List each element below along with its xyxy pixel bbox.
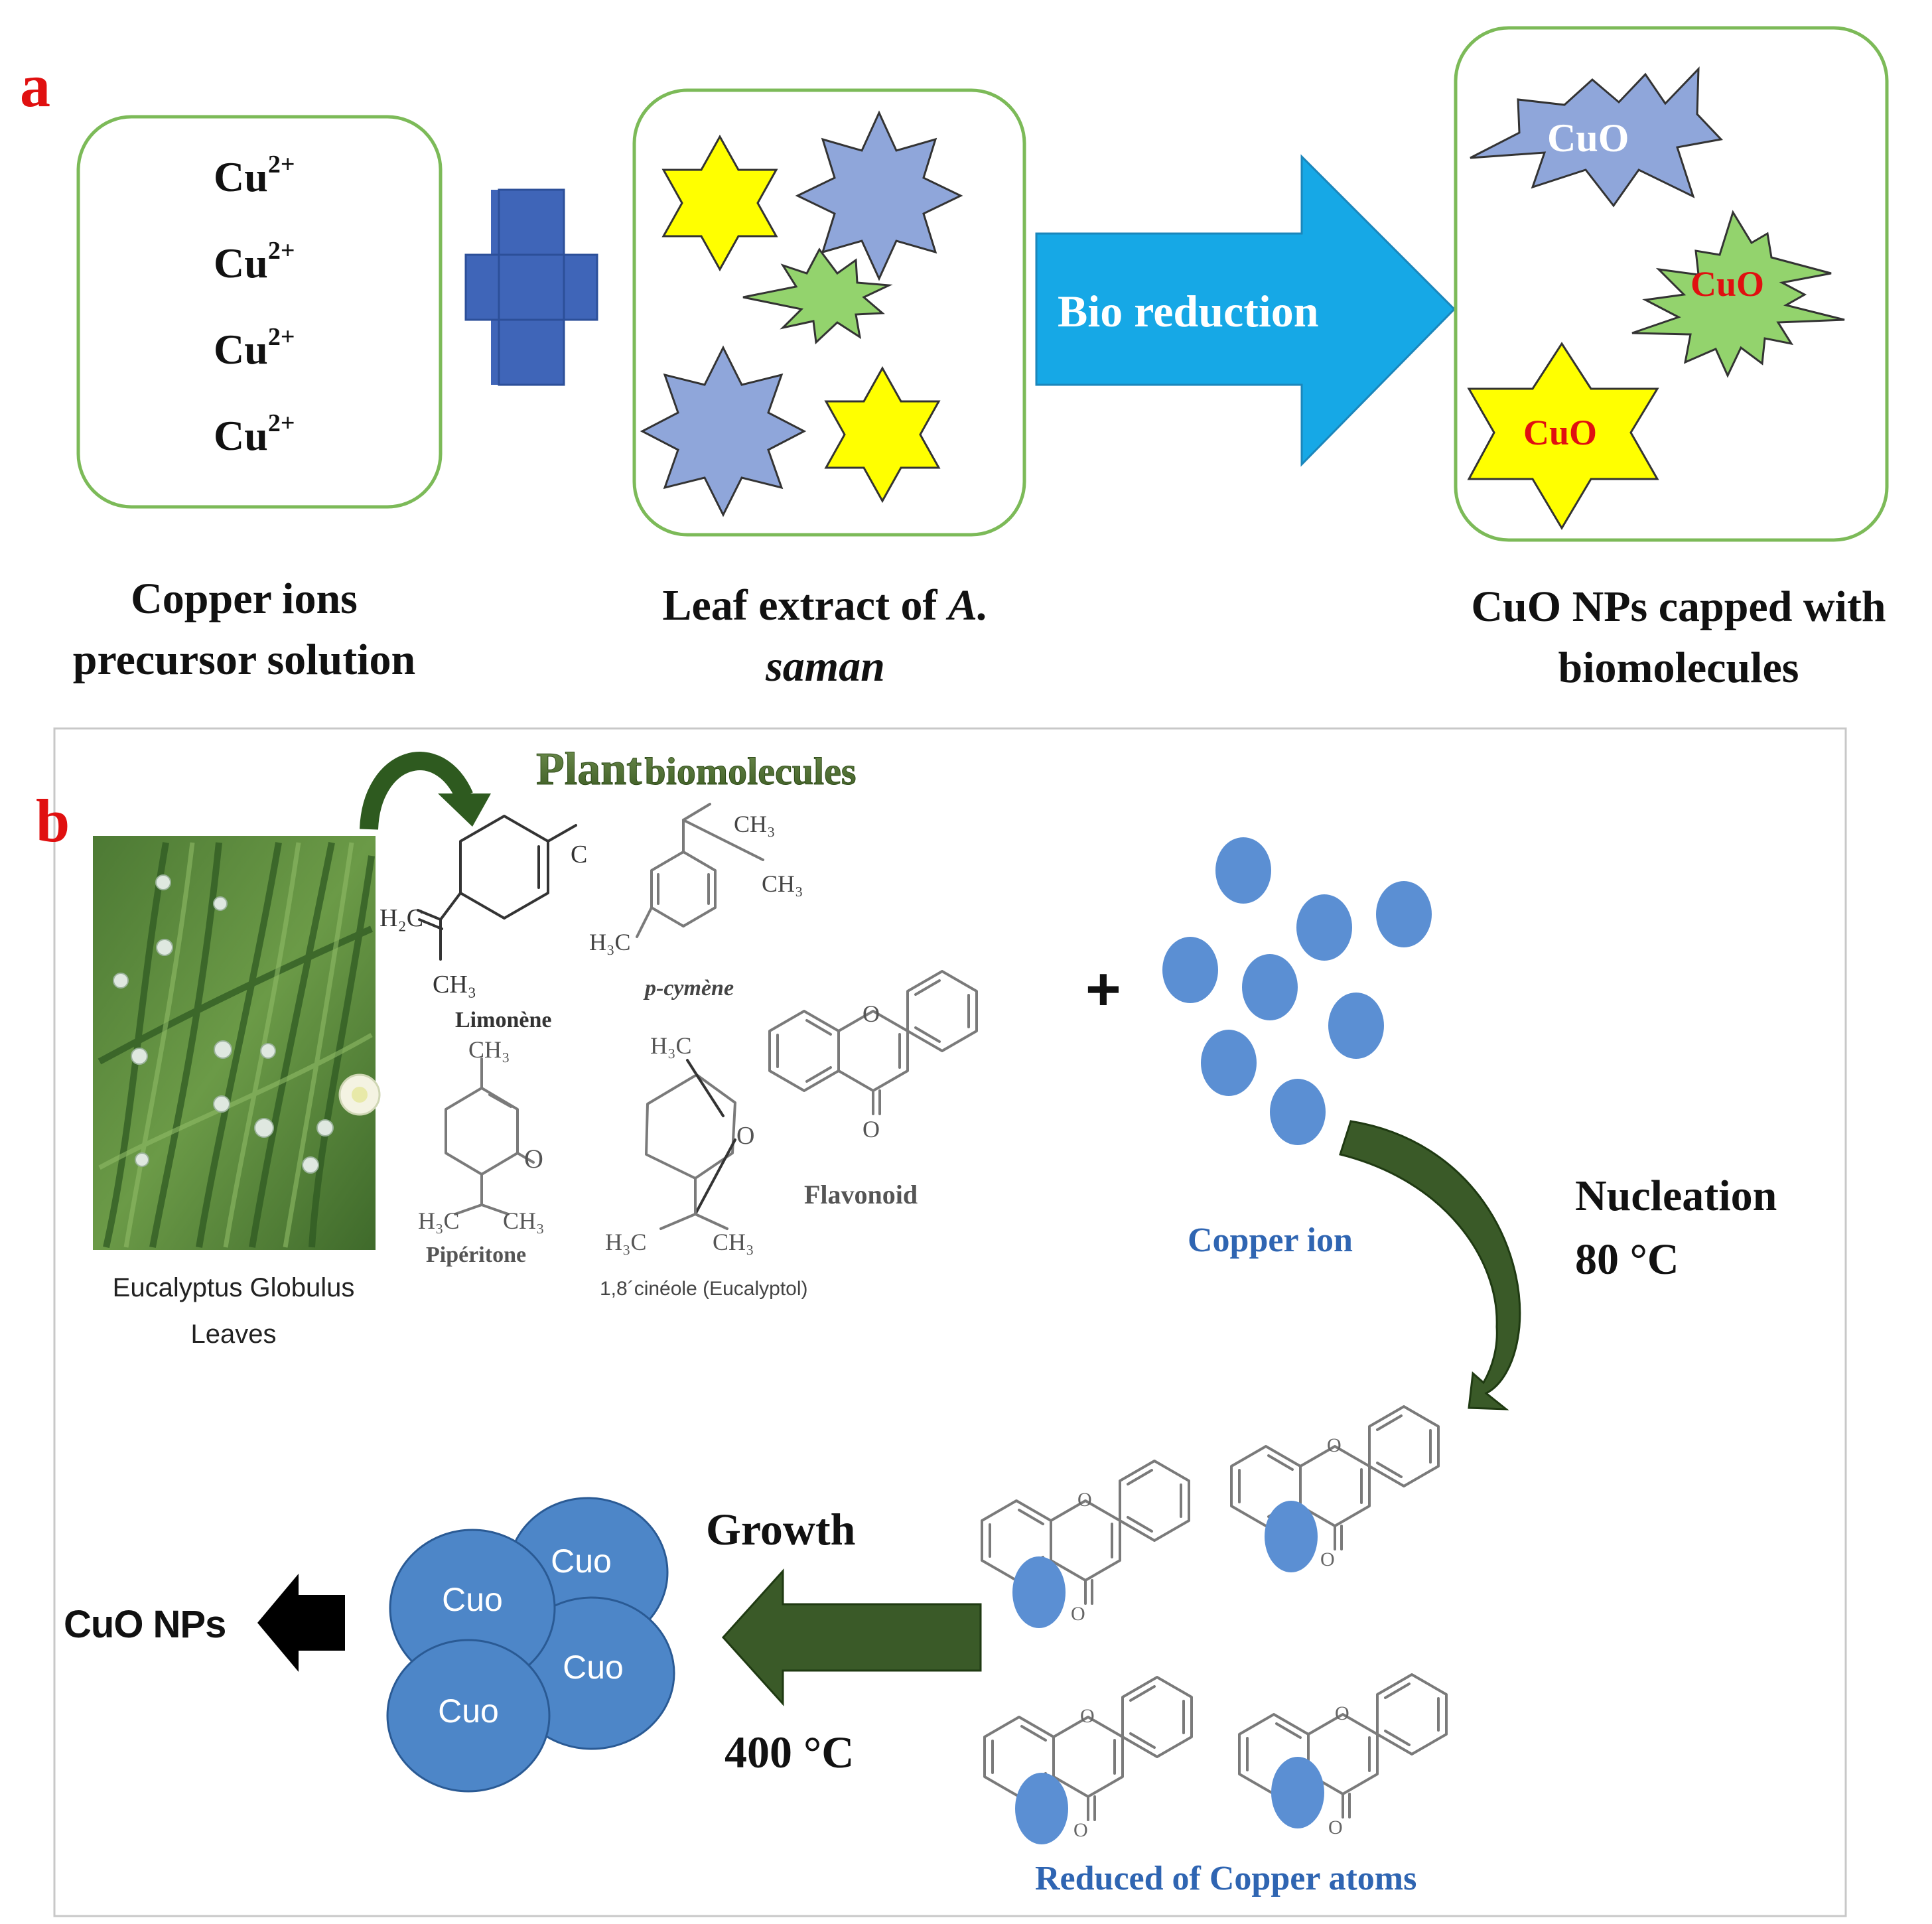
cuo-particle-label-4: Cuo [438,1692,499,1730]
nucleation-temp: 80 °C [1575,1235,1679,1284]
cuo-label-3: CuO [1523,413,1597,452]
p-cymene-structure [636,803,764,938]
copper-ion-3: Cu2+ [214,323,295,373]
panel-a-label: a [20,52,50,119]
cineole-ch3-atom: CH₃ [713,1229,754,1255]
panel-b-label: b [36,787,70,855]
blue-star-icon [795,110,963,281]
reduced-copper-atom [1271,1757,1324,1828]
cuo-particle-label-3: Cuo [563,1649,624,1686]
copper-ion-label: Copper ion [1188,1221,1353,1259]
product-caption-2: biomolecules [1558,644,1799,692]
complex-o-atom-4: O [1335,1702,1349,1724]
cineole-h3c-atom-2: H₃C [605,1229,647,1255]
copper-ion-dot [1215,837,1271,904]
cuo-label-1: CuO [1547,116,1629,160]
copper-ion-dot [1270,1079,1326,1145]
copper-ions-caption-2: precursor solution [73,636,415,684]
copper-ion-dot [1162,937,1218,1003]
piperitone-o-atom: O [524,1144,543,1174]
copper-ion-dot [1242,954,1298,1020]
growth-label: Growth [706,1504,855,1554]
copper-ion-box [76,115,443,509]
blue-star-icon-2 [640,345,807,517]
bio-reduction-arrow [1035,154,1456,467]
cuo-nanoparticle-cluster [386,1497,675,1793]
piperitone-ch3-atom-2: CH₃ [503,1207,545,1234]
limonene-c-atom: C [571,841,587,868]
growth-arrow [721,1568,982,1706]
cuo-green-particle-icon [1631,210,1845,378]
plant-biomolecules-title: Plant biomolecules [536,744,856,795]
complex-keto-o-1: O [1071,1603,1085,1625]
nucleation-label: Nucleation [1575,1172,1777,1220]
pcymene-ch3-atom-2: CH₃ [762,870,803,897]
piperitone-label: Pipéritone [426,1243,526,1267]
cuo-blue-particle-icon [1470,66,1723,208]
complex-keto-o-4: O [1328,1817,1343,1838]
leaf-caption-1: Eucalyptus Globulus [113,1273,355,1302]
piperitone-h3c-atom: H₃C [418,1207,460,1234]
copper-ion-cluster [1162,837,1432,1145]
complex-o-atom-3: O [1080,1705,1095,1727]
plus-sign: + [1085,955,1121,1023]
limonene-structure [417,815,577,961]
copper-ion-2: Cu2+ [214,237,295,287]
reduced-copper-label: Reduced of Copper atoms [1035,1860,1416,1897]
yellow-star-icon [661,134,778,272]
cuo-particle-label-1: Cuo [551,1543,612,1580]
leaf-caption-2: Leaves [191,1320,277,1349]
copper-ion-4: Cu2+ [214,409,295,459]
limonene-label: Limonène [455,1008,551,1032]
complex-o-atom-1: O [1077,1489,1092,1511]
piperitone-structure [445,1058,535,1215]
cuo-label-2: CuO [1690,264,1764,304]
cineole-o-atom: O [736,1122,754,1150]
reduced-copper-atom [1012,1556,1066,1628]
piperitone-ch3-atom: CH₃ [468,1036,510,1063]
copper-ion-dot [1376,881,1432,947]
reduced-copper-atom [1015,1773,1068,1844]
complex-keto-o-3: O [1073,1819,1088,1841]
green-burst-icon [742,247,893,345]
nucleation-arrow [1339,1120,1521,1410]
reduced-copper-atom [1265,1501,1318,1572]
eucalyptus-leaves-photo [93,836,381,1250]
yellow-star-icon-2 [824,366,941,504]
pcymene-h3c-atom: H₃C [589,929,631,955]
pcymene-label: p-cymène [643,976,734,1000]
complex-o-atom-2: O [1327,1434,1342,1456]
cineole-structure [645,1059,736,1230]
growth-temp: 400 °C [724,1727,854,1777]
pcymene-ch3-atom-1: CH₃ [734,811,776,837]
cineole-label: 1,8´cinéole (Eucalyptol) [600,1278,808,1300]
flavonoid-label: Flavonoid [804,1180,918,1209]
cuo-yellow-particle-icon [1467,342,1659,530]
limonene-ch3-atom: CH₃ [433,971,476,998]
cuo-nps-label: CuO NPs [64,1603,226,1646]
product-caption-1: CuO NPs capped with [1471,583,1886,631]
curved-arrow-icon [360,752,473,830]
copper-ion-dot [1328,993,1384,1059]
flavonoid-keto-o: O [862,1116,880,1142]
copper-ion-dot [1296,894,1352,961]
limonene-h2c-atom: H₂C [380,904,423,932]
cuo-particle [386,1639,551,1793]
complex-keto-o-2: O [1320,1548,1335,1570]
cuo-particle-label-2: Cuo [442,1581,503,1618]
flavonoid-o-atom: O [862,1000,880,1027]
final-arrow-icon [257,1574,345,1672]
copper-ion-dot [1201,1030,1257,1096]
leaf-extract-caption-2: saman [765,642,885,691]
cineole-h3c-atom: H₃C [650,1032,692,1059]
leaf-extract-caption-1: Leaf extract of A. [662,581,988,630]
bio-reduction-label: Bio reduction [1058,286,1319,336]
copper-ions-caption-1: Copper ions [131,575,358,623]
copper-ion-1: Cu2+ [214,151,295,200]
